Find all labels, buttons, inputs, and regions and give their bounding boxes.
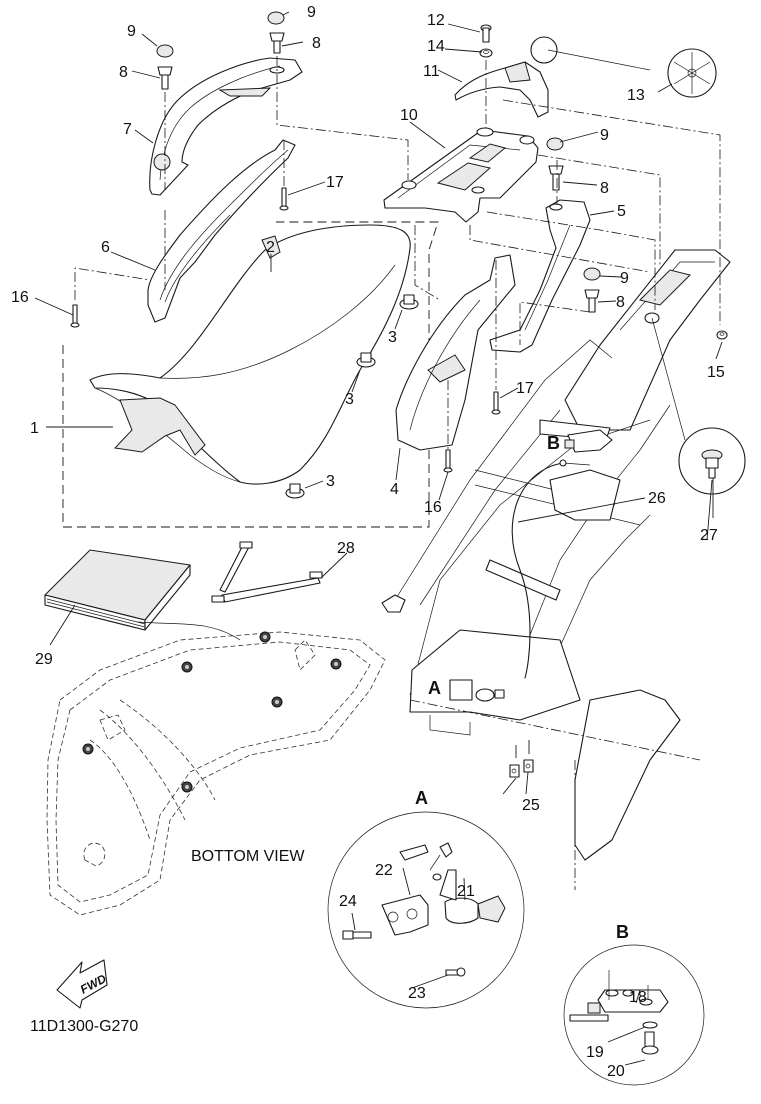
view-a-title: A xyxy=(415,788,428,808)
part-25-u-nut-b xyxy=(523,759,534,773)
part-7-grab-bar-left xyxy=(149,57,303,196)
callout-21: 21 xyxy=(457,883,475,900)
part-8-bolt-a xyxy=(157,66,173,90)
callout-29: 29 xyxy=(35,651,53,668)
callout-25: 25 xyxy=(522,797,540,814)
callout-leaders xyxy=(34,11,723,1066)
part-9-cap-d xyxy=(583,267,601,281)
part-9-cap-a xyxy=(156,44,174,58)
callout-11: 11 xyxy=(423,63,440,80)
callout-28: 28 xyxy=(337,540,355,557)
callout-16: 16 xyxy=(424,499,442,516)
part-8-bolt-b xyxy=(269,32,285,54)
callout-5: 5 xyxy=(617,203,626,220)
forward-arrow-icon: FWD xyxy=(56,959,109,1009)
callout-16: 16 xyxy=(11,289,29,306)
part-3-damper-c xyxy=(285,483,305,499)
callout-9: 9 xyxy=(127,23,136,40)
part-15-nut xyxy=(716,330,728,340)
part-8-bolt-d xyxy=(584,289,600,313)
part-16-screw-a xyxy=(70,304,80,328)
callout-12: 12 xyxy=(427,12,445,29)
part-16-screw-b xyxy=(443,449,453,473)
callout-18: 18 xyxy=(629,989,647,1006)
part-10-rear-carrier xyxy=(383,127,539,223)
part-14-nut xyxy=(479,48,493,58)
callout-3: 3 xyxy=(388,329,397,346)
callout-8: 8 xyxy=(616,294,625,311)
callout-13: 13 xyxy=(627,87,645,104)
callout-23: 23 xyxy=(408,985,426,1002)
callout-8: 8 xyxy=(600,180,609,197)
callout-14: 14 xyxy=(427,38,445,55)
callout-9: 9 xyxy=(600,127,609,144)
view-b-marker-frame: B xyxy=(547,433,560,453)
part-6-side-trim xyxy=(147,139,296,323)
part-11-carrier-cover xyxy=(454,61,549,118)
callout-26: 26 xyxy=(648,490,666,507)
callout-20: 20 xyxy=(607,1063,625,1080)
callout-2: 2 xyxy=(266,239,275,256)
part-9-cap-c xyxy=(546,137,564,151)
callout-7: 7 xyxy=(123,121,132,138)
view-a-marker-frame: A xyxy=(428,678,441,698)
assembly-lines xyxy=(74,49,721,890)
part-12-screw xyxy=(480,24,492,43)
callout-4: 4 xyxy=(390,481,399,498)
callout-24: 24 xyxy=(339,893,357,910)
detail-view-a xyxy=(327,811,525,1009)
part-17-screw-b xyxy=(491,391,501,415)
part-28-tool-band xyxy=(211,541,323,603)
callout-8: 8 xyxy=(119,64,128,81)
part-17-screw-a xyxy=(279,187,289,211)
part-29-owners-manual xyxy=(44,549,191,631)
callout-17: 17 xyxy=(516,380,534,397)
callout-19: 19 xyxy=(586,1044,604,1061)
part-27-grommet-detail xyxy=(678,427,746,495)
bottom-view-caption: BOTTOM VIEW xyxy=(191,848,305,865)
part-3-damper-a xyxy=(399,294,419,310)
rear-fender-bottom-view xyxy=(46,631,386,916)
seat-lock-bracket-on-frame xyxy=(564,429,613,453)
callout-10: 10 xyxy=(400,107,418,124)
callout-17: 17 xyxy=(326,174,344,191)
part-1-seat xyxy=(89,224,411,485)
callout-8: 8 xyxy=(312,35,321,52)
part-25-u-nut-a xyxy=(509,764,520,778)
part-26-cable xyxy=(511,462,564,679)
part-8-bolt-c xyxy=(548,165,564,191)
callout-9: 9 xyxy=(620,270,629,287)
callout-labels: 9 8 9 8 7 6 16 17 2 1 3 3 3 12 14 11 10 … xyxy=(11,4,725,1080)
callout-6: 6 xyxy=(101,239,110,256)
callout-1: 1 xyxy=(30,420,39,437)
part-5-grab-bar-right xyxy=(489,199,591,353)
part-4-side-cover xyxy=(395,254,516,451)
figure-code: 11D1300-G270 xyxy=(30,1018,138,1035)
callout-9: 9 xyxy=(307,4,316,21)
seat-lock-on-frame xyxy=(449,679,505,702)
callout-22: 22 xyxy=(375,862,393,879)
part-9-cap-b xyxy=(267,11,285,25)
view-b-title: B xyxy=(616,922,629,942)
callout-15: 15 xyxy=(707,364,725,381)
callout-27: 27 xyxy=(700,527,718,544)
detail-view-b xyxy=(563,944,705,1086)
callout-3: 3 xyxy=(345,391,354,408)
part-13-emblem xyxy=(530,36,717,98)
callout-3: 3 xyxy=(326,473,335,490)
part-3-damper-b xyxy=(356,352,376,368)
